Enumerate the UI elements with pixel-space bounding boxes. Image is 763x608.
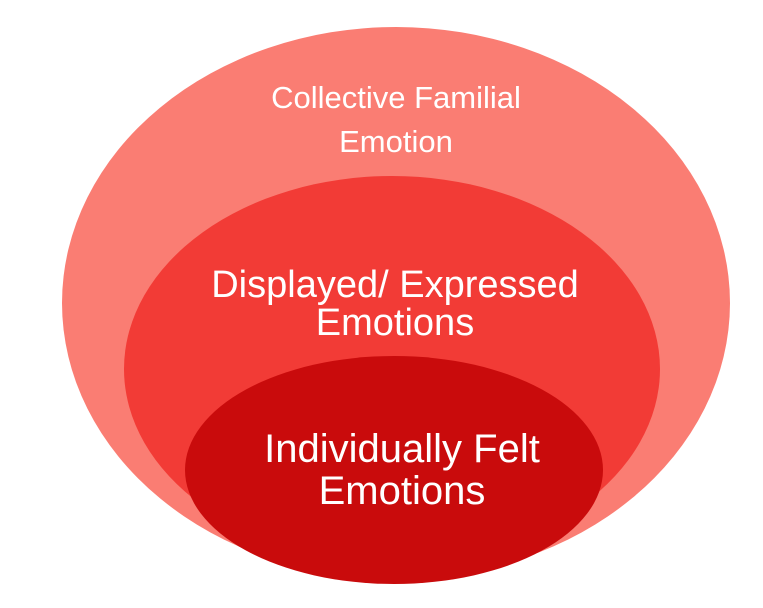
- ellipse-individually-felt-emotions: [185, 356, 603, 584]
- label-individually-felt-emotions: Individually Felt Emotions: [264, 428, 540, 512]
- label-individually-felt-emotions-line2: Emotions: [318, 469, 486, 513]
- label-individually-felt-emotions-line1: Individually Felt: [264, 427, 540, 471]
- label-displayed-expressed-emotions-line1: Displayed/ Expressed: [211, 264, 579, 306]
- label-collective-familial-emotion-line2: Emotion: [339, 124, 453, 159]
- label-collective-familial-emotion-line1: Collective Familial: [271, 80, 521, 115]
- label-displayed-expressed-emotions: Displayed/ Expressed Emotions: [211, 266, 579, 342]
- label-displayed-expressed-emotions-line2: Emotions: [315, 302, 475, 344]
- label-collective-familial-emotion: Collective Familial Emotion: [271, 76, 521, 164]
